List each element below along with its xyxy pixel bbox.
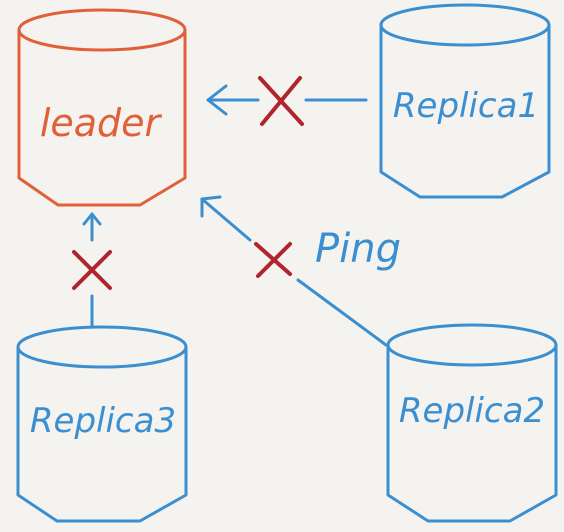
leader-database-icon <box>17 8 187 207</box>
replica1-blocked-cross-icon <box>258 76 304 126</box>
replica2-label: Replica2 <box>399 391 545 431</box>
replica1-to-leader-arrow <box>206 84 368 116</box>
replica2-blocked-cross-icon <box>254 242 292 278</box>
leader-label: leader <box>40 101 163 145</box>
replica3-to-leader-arrow <box>82 212 102 328</box>
replica2-to-leader-arrow <box>200 195 388 347</box>
replica3-label: Replica3 <box>30 401 176 441</box>
replica3-database-icon <box>16 325 188 523</box>
ping-label: Ping <box>315 226 401 272</box>
replica1-database-icon <box>379 3 551 199</box>
replica1-label: Replica1 <box>393 86 539 126</box>
replica3-blocked-cross-icon <box>72 250 112 290</box>
replica2-database-icon <box>386 323 558 523</box>
